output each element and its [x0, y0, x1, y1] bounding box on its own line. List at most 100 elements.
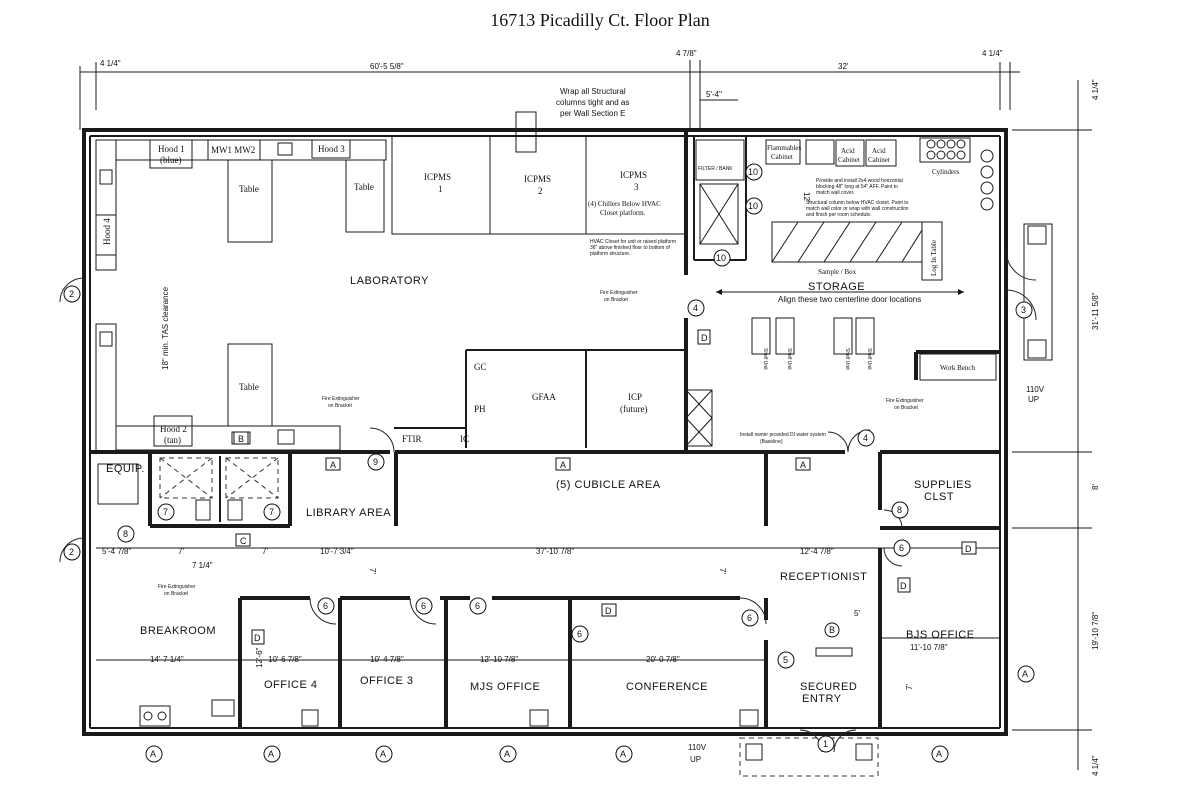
hood-4-label: Hood 4 [102, 218, 112, 245]
table-label-3: Table [239, 382, 259, 392]
room-labels: LABORATORY STORAGE (5) CUBICLE AREA LIBR… [106, 275, 974, 705]
room-mjs-office: MJS OFFICE [470, 681, 540, 693]
col-a-6: A [936, 749, 942, 759]
storage-labels: FILTER / BANK Flammables Cabinet Acid Ca… [556, 87, 1045, 764]
tag-4-storage: 4 [693, 303, 698, 313]
fire-ext-1b: on Bracket [328, 403, 353, 409]
wrap-note-2: columns tight and as [556, 98, 629, 107]
room-storage: STORAGE [808, 281, 865, 293]
dim-7ft-c: 7' [368, 568, 377, 574]
tag-10-b: 10 [748, 201, 758, 211]
col-a-4: A [504, 749, 510, 759]
table-label-2: Table [354, 182, 374, 192]
col-a-2: A [268, 749, 274, 759]
tag-7-left: 7 [163, 507, 168, 517]
fire-ext-1a: Fire Extinguisher [322, 396, 360, 402]
hood-3-label: Hood 3 [318, 144, 345, 154]
di-water-note: Install owner provided DI water system [740, 432, 826, 438]
acid-label-1: Acid [841, 147, 855, 155]
tag-6-bjs: 6 [899, 543, 904, 553]
room-laboratory: LABORATORY [350, 275, 429, 287]
room-receptionist: RECEPTIONIST [780, 571, 867, 583]
dim-11ft10: 11'-10 7/8" [910, 643, 948, 652]
dim-top-right: 4 1/4" [982, 49, 1003, 58]
dim-37ft10: 37'-10 7/8" [536, 547, 574, 556]
tag-a-lab: A [330, 460, 336, 470]
dim-7ft-e: 7' [905, 684, 914, 690]
dim-5ft4-78: 5'-4 7/8" [102, 547, 131, 556]
tag-d-bjs: D [900, 581, 907, 591]
tag-10-c: 10 [716, 253, 726, 263]
dim-top-32ft: 32' [838, 62, 849, 71]
room-equip: EQUIP. [106, 463, 145, 475]
room-office-4: OFFICE 4 [264, 679, 318, 691]
dim-10ft7: 10'-7 3/4" [320, 547, 354, 556]
dim-7ft-d: 7' [718, 568, 727, 574]
blocking-note-1: Provide and install 2x4 wood horizontal [816, 178, 903, 184]
tag-1: 1 [823, 739, 828, 749]
tag-4-right: 4 [863, 433, 868, 443]
tag-a-cubicle: A [560, 460, 566, 470]
shelf-unit-3: Shelf Unit [844, 348, 850, 370]
tag-d-conf: D [605, 606, 612, 616]
dim-top-mid: 4 7/8" [676, 49, 697, 58]
ftir-label: FTIR [402, 434, 422, 444]
tag-d-office4: D [254, 633, 261, 643]
outlet-up-right: UP [1028, 395, 1039, 404]
room-supplies: SUPPLIES [914, 479, 972, 491]
wrap-note-1: Wrap all Structural [560, 87, 626, 96]
ic-label: IC [460, 434, 469, 444]
mw-label: MW1 MW2 [211, 145, 255, 155]
door-swings [59, 249, 1037, 753]
di-water-note-2: (Baseline) [760, 439, 783, 445]
lab-labels: Hood 1 (blue) MW1 MW2 Hood 3 Hood 4 Hood… [102, 144, 924, 597]
icp-future: (future) [620, 404, 647, 414]
clearance-note: 18" min. TAS clearance [161, 286, 170, 370]
dim-right-top: 4 1/4" [1091, 79, 1100, 100]
dim-12ft6: 12'-6" [255, 647, 264, 668]
restroom-fixtures [97, 111, 1053, 777]
column-note-1: Structural column below HVAC closet. Pai… [806, 200, 909, 206]
shelf-unit-1: Shelf Unit [762, 348, 768, 370]
acid-cabinet-2: Cabinet [868, 156, 890, 164]
tag-b-secured: B [829, 625, 835, 635]
icpms-1: ICPMS [424, 172, 451, 182]
dim-12ft4: 12'-4 7/8" [800, 547, 834, 556]
dim-10ft4: 10'-4 7/8" [370, 655, 404, 664]
room-clst: CLST [924, 491, 954, 503]
tag-6-recep: 6 [747, 613, 752, 623]
tag-6-conf: 6 [577, 629, 582, 639]
dim-top-left: 4 1/4" [100, 59, 121, 68]
filter-bank-label: FILTER / BANK [698, 166, 733, 172]
icpms-3-num: 3 [634, 182, 639, 192]
fire-ext-4b: on Bracket [164, 591, 189, 597]
ph-label: PH [474, 404, 486, 414]
interior-walls [90, 130, 1000, 728]
hood-2-label: Hood 2 [160, 424, 187, 434]
sample-box-label: Sample / Box [818, 268, 857, 276]
acid-label-2: Acid [872, 147, 886, 155]
work-bench-label: Work Bench [940, 364, 976, 372]
hvac-note-1: HVAC Closet for unit or raised platform [590, 239, 676, 245]
exterior-column-tags: A A A A A A A [145, 665, 1035, 763]
shelf-unit-2: Shelf Unit [786, 348, 792, 370]
fire-ext-4a: Fire Extinguisher [158, 584, 196, 590]
room-secured: SECURED [800, 681, 857, 693]
tag-d-storage: D [701, 333, 708, 343]
col-a-7: A [1022, 669, 1028, 679]
shelf-unit-4: Shelf Unit [866, 348, 872, 370]
fire-ext-3b: on Bracket [894, 405, 919, 411]
tag-6-mjs: 6 [475, 601, 480, 611]
dim-right-31ft: 31'-11 5/8" [1091, 292, 1100, 330]
tag-9: 9 [373, 457, 378, 467]
fire-ext-2b: on Bracket [604, 297, 629, 303]
tag-c: C [240, 536, 247, 546]
tag-10-a: 10 [748, 167, 758, 177]
room-cubicle-area: (5) CUBICLE AREA [556, 479, 661, 491]
hood-2-color: (tan) [164, 435, 181, 445]
hood-1-label: Hood 1 [158, 144, 185, 154]
interior-dimensions: 5'-4 7/8" 7' 7' 7 1/4" 10'-7 3/4" 37'-10… [96, 192, 1000, 690]
fire-ext-3a: Fire Extinguisher [886, 398, 924, 404]
align-note: Align these two centerline door location… [778, 295, 921, 304]
tag-d-supplies: D [965, 544, 972, 554]
